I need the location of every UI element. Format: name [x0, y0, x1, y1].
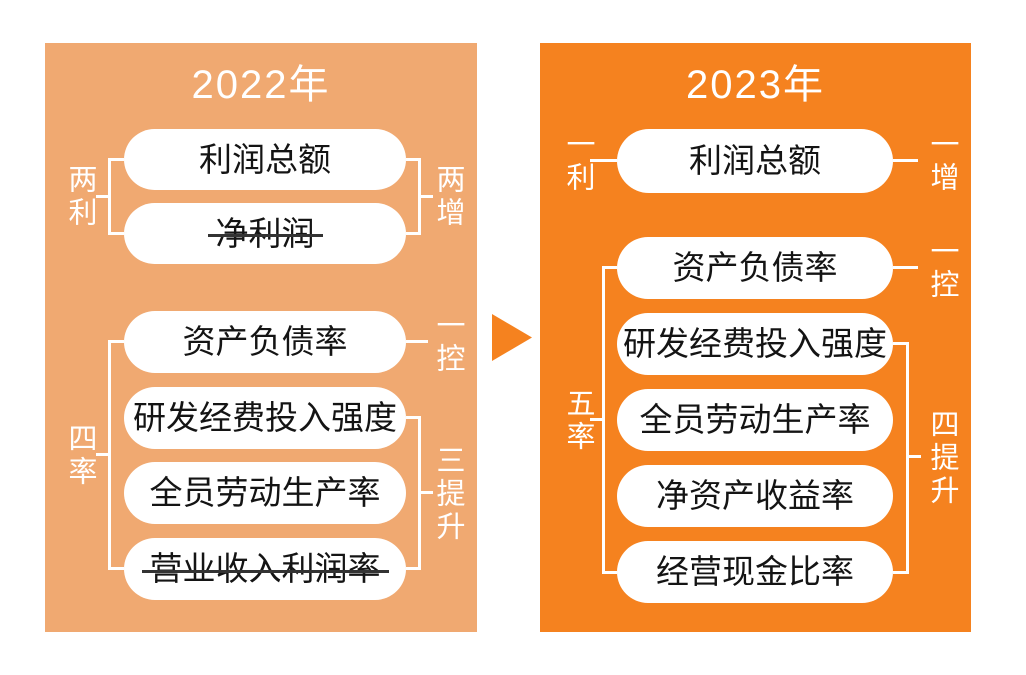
label-one-control: 一控: [926, 236, 958, 302]
label-four-ratios: 四率: [64, 423, 96, 489]
panel-2022-title: 2022年: [191, 63, 331, 107]
bracket-line: [906, 342, 909, 574]
bracket-line: [108, 158, 111, 235]
bracket-line: [108, 340, 124, 343]
box-label: 利润总额: [689, 142, 821, 180]
connector-line: [893, 266, 918, 269]
box-label: 净资产收益率: [656, 477, 854, 515]
bracket-line: [96, 195, 108, 198]
box-label: 全员劳动生产率: [149, 474, 381, 512]
panel-2022: 2022年 利润总额 净利润 资产负债率 研发经费投入强度 全员劳动生产率 营业…: [45, 43, 477, 632]
box-label: 经营现金比率: [656, 553, 854, 591]
box-label: 资产负债率: [182, 323, 348, 361]
box-label: 研发经费投入强度: [133, 399, 397, 437]
box-label: 资产负债率: [672, 249, 838, 287]
label-one-increase: 一增: [926, 129, 958, 195]
bracket-line: [406, 158, 421, 161]
label-four-improvements: 四提升: [926, 409, 958, 508]
connector-line: [893, 159, 918, 162]
bracket-line: [406, 567, 421, 570]
bracket-line: [406, 416, 421, 419]
bracket-line: [108, 567, 124, 570]
2023-box-rd-intensity: 研发经费投入强度: [617, 313, 893, 375]
2023-box-roe: 净资产收益率: [617, 465, 893, 527]
label-one-control: 一控: [432, 310, 464, 376]
2023-box-total-profit: 利润总额: [617, 129, 893, 193]
connector-line: [406, 340, 428, 343]
box-label: 全员劳动生产率: [639, 401, 871, 439]
bracket-line: [893, 342, 906, 345]
bracket-line: [421, 491, 433, 494]
bracket-line: [602, 571, 617, 574]
bracket-line: [893, 571, 906, 574]
2023-box-cash-ratio: 经营现金比率: [617, 541, 893, 603]
box-label: 利润总额: [199, 140, 331, 178]
label-two-profits: 两利: [64, 164, 96, 230]
panel-2023-title: 2023年: [686, 63, 825, 107]
bracket-line: [421, 195, 433, 198]
2023-box-debt-ratio: 资产负债率: [617, 237, 893, 299]
2022-box-net-profit: 净利润: [124, 203, 406, 264]
2022-box-total-profit: 利润总额: [124, 129, 406, 190]
label-five-ratios: 五率: [562, 388, 594, 454]
label-two-increases: 两增: [432, 164, 464, 230]
bracket-line: [590, 418, 602, 421]
2023-box-labor-productivity: 全员劳动生产率: [617, 389, 893, 451]
bracket-line: [602, 266, 617, 269]
2022-box-operating-margin: 营业收入利润率: [124, 538, 406, 600]
bracket-line: [418, 416, 421, 570]
2022-box-rd-intensity: 研发经费投入强度: [124, 387, 406, 449]
label-one-profit: 一利: [562, 129, 594, 195]
bracket-line: [602, 266, 605, 574]
right-arrow-icon: [492, 314, 532, 361]
box-label-struck: 营业收入利润率: [141, 550, 389, 588]
panel-2023: 2023年 利润总额 资产负债率 研发经费投入强度 全员劳动生产率 净资产收益率…: [540, 43, 971, 632]
bracket-line: [96, 453, 108, 456]
connector-line: [590, 159, 617, 162]
bracket-line: [108, 158, 124, 161]
bracket-line: [909, 455, 921, 458]
2022-box-debt-ratio: 资产负债率: [124, 311, 406, 373]
bracket-line: [418, 158, 421, 235]
box-label: 研发经费投入强度: [623, 325, 887, 363]
bracket-line: [108, 232, 124, 235]
2022-box-labor-productivity: 全员劳动生产率: [124, 462, 406, 524]
label-three-improvements: 三提升: [432, 445, 464, 544]
bracket-line: [108, 340, 111, 570]
box-label-struck: 净利润: [207, 214, 323, 252]
bracket-line: [406, 232, 421, 235]
